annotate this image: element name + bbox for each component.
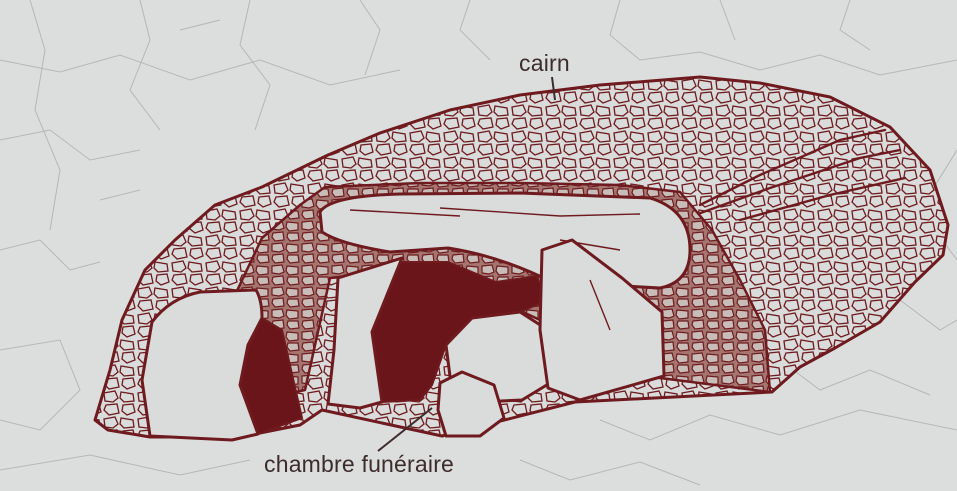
cairn-label: cairn <box>519 50 570 77</box>
chamber-label: chambre funéraire <box>264 451 454 478</box>
orthostat-left-end <box>142 290 262 440</box>
